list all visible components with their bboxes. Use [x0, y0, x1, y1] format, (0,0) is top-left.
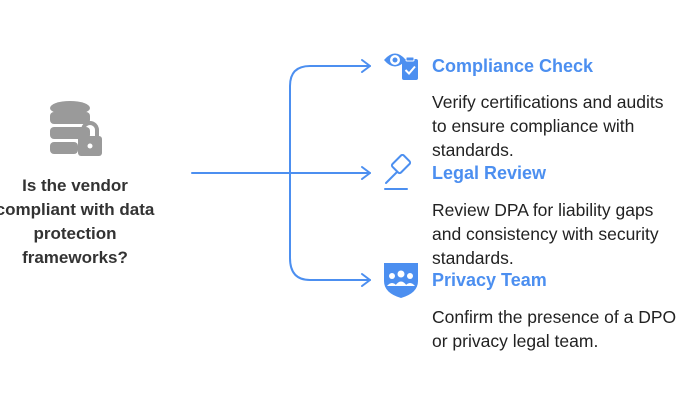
question-line-1: Is the vendor: [22, 176, 128, 195]
arrowhead-3: [361, 273, 371, 287]
desc-line: standards.: [432, 248, 514, 268]
gavel-icon: [384, 154, 412, 190]
desc-line: standards.: [432, 140, 514, 160]
branch-title-legal-review: Legal Review: [432, 163, 547, 183]
question-line-3: protection: [33, 224, 117, 243]
desc-line: and consistency with security: [432, 224, 659, 244]
arrowhead-1: [361, 59, 371, 73]
desc-line: Verify certifications and audits: [432, 92, 664, 112]
desc-line: Confirm the presence of a DPO: [432, 307, 677, 327]
central-question: Is the vendor compliant with data protec…: [0, 174, 180, 270]
desc-line: to ensure compliance with: [432, 116, 635, 136]
eye-clipboard-icon: [384, 53, 418, 80]
branch-desc-legal-review: Review DPA for liability gaps and consis…: [432, 198, 700, 270]
branch-desc-privacy-team: Confirm the presence of a DPO or privacy…: [432, 305, 700, 353]
branch-title-privacy-team: Privacy Team: [432, 270, 547, 290]
branch-title-compliance-check: Compliance Check: [432, 56, 594, 76]
branch-desc-compliance-check: Verify certifications and audits to ensu…: [432, 90, 700, 162]
arrowhead-2: [361, 166, 371, 180]
question-line-4: frameworks?: [22, 248, 128, 267]
question-line-2: compliant with data: [0, 200, 155, 219]
desc-line: Review DPA for liability gaps: [432, 200, 654, 220]
team-shield-icon: [384, 263, 418, 298]
desc-line: or privacy legal team.: [432, 331, 599, 351]
database-lock-icon: [50, 101, 102, 156]
